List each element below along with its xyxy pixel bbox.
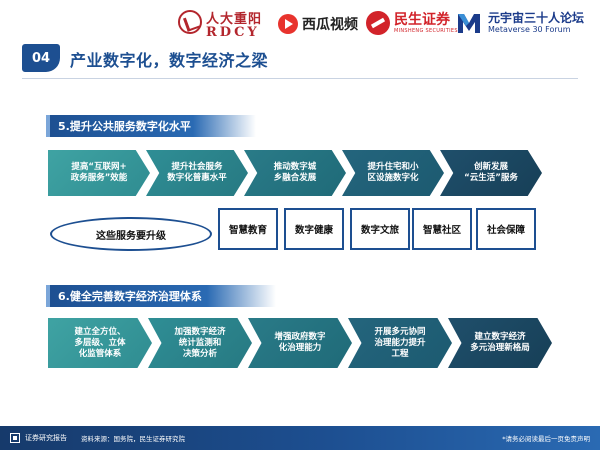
service-box-digital-health: 数字健康 [284, 208, 344, 250]
page-title: 产业数字化，数字经济之梁 [70, 51, 269, 70]
xigua-logo: 西瓜视频 [278, 14, 358, 34]
step-label: 建立全方位、 多层级、立体 化监管体系 [74, 326, 126, 359]
section-number-badge: 04 [22, 44, 60, 72]
service-box-digital-tourism: 数字文旅 [350, 208, 410, 250]
governance-steps: 建立全方位、 多层级、立体 化监管体系 加强数字经济 统计监测和 决策分析 增强… [48, 318, 552, 368]
report-icon [10, 433, 20, 443]
footer-brand: 证券研究报告 [25, 434, 67, 442]
step-label: 创新发展 “云生活”服务 [464, 162, 518, 183]
xigua-play-icon [278, 14, 298, 34]
public-services-steps: 提高“互联网+ 政务服务”效能 提升社会服务 数字化普惠水平 推动数字城 乡融合… [48, 150, 542, 196]
service-box-smart-education: 智慧教育 [218, 208, 278, 250]
metaverse-logo-en: Metaverse 30 Forum [488, 25, 571, 34]
minsheng-logo: 民生证券 MINSHENG SECURITIES [366, 11, 458, 35]
step-arrow: 增强政府数字 化治理能力 [248, 318, 352, 368]
metaverse-forum-logo: 元宇宙三十人论坛 Metaverse 30 Forum [456, 11, 584, 35]
step-label: 开展多元协同 治理能力提升 工程 [374, 326, 426, 359]
step-arrow: 推动数字城 乡融合发展 [244, 150, 346, 196]
step-label: 增强政府数字 化治理能力 [274, 332, 326, 353]
minsheng-logo-en: MINSHENG SECURITIES [394, 27, 458, 34]
upgrade-label-oval: 这些服务要升级 [50, 217, 212, 251]
step-label: 推动数字城 乡融合发展 [273, 162, 317, 183]
metaverse-logo-cn: 元宇宙三十人论坛 [488, 11, 585, 25]
rdcy-logo: 人大重阳 RDCY [178, 8, 270, 42]
minsheng-mark-icon [366, 11, 390, 35]
subheader-public-services: 5.提升公共服务数字化水平 [46, 115, 256, 137]
step-label: 提高“互联网+ 政务服务”效能 [70, 162, 128, 183]
title-divider [22, 78, 578, 79]
header-logos: 人大重阳 RDCY 西瓜视频 民生证券 MINSHENG SECURITIES … [178, 8, 600, 42]
rdcy-seal-icon [178, 10, 202, 34]
footer-disclaimer: *请务必阅读最后一页免责声明 [502, 435, 590, 443]
step-arrow: 提升住宅和小 区设施数字化 [342, 150, 444, 196]
step-arrow: 提升社会服务 数字化普惠水平 [146, 150, 248, 196]
metaverse-m-icon [458, 14, 480, 33]
step-arrow: 加强数字经济 统计监测和 决策分析 [148, 318, 252, 368]
step-arrow: 创新发展 “云生活”服务 [440, 150, 542, 196]
service-box-social-security: 社会保障 [476, 208, 536, 250]
step-label: 提升住宅和小 区设施数字化 [367, 162, 419, 183]
rdcy-logo-cn: 人大重阳 [206, 12, 263, 27]
footer-source: 资料来源：国务院，民生证券研究院 [81, 435, 185, 443]
step-arrow: 建立数字经济 多元治理新格局 [448, 318, 552, 368]
step-arrow: 建立全方位、 多层级、立体 化监管体系 [48, 318, 152, 368]
minsheng-logo-text: 民生证券 [394, 11, 450, 28]
step-label: 建立数字经济 多元治理新格局 [470, 332, 530, 353]
service-box-smart-community: 智慧社区 [412, 208, 472, 250]
rdcy-logo-en: RDCY [206, 25, 260, 40]
footer-bar: 证券研究报告 资料来源：国务院，民生证券研究院 *请务必阅读最后一页免责声明 [0, 426, 600, 450]
step-label: 提升社会服务 数字化普惠水平 [167, 162, 227, 183]
xigua-logo-text: 西瓜视频 [302, 17, 358, 33]
step-label: 加强数字经济 统计监测和 决策分析 [174, 326, 226, 359]
subheader-governance: 6.健全完善数字经济治理体系 [46, 285, 276, 307]
step-arrow: 提高“互联网+ 政务服务”效能 [48, 150, 150, 196]
step-arrow: 开展多元协同 治理能力提升 工程 [348, 318, 452, 368]
